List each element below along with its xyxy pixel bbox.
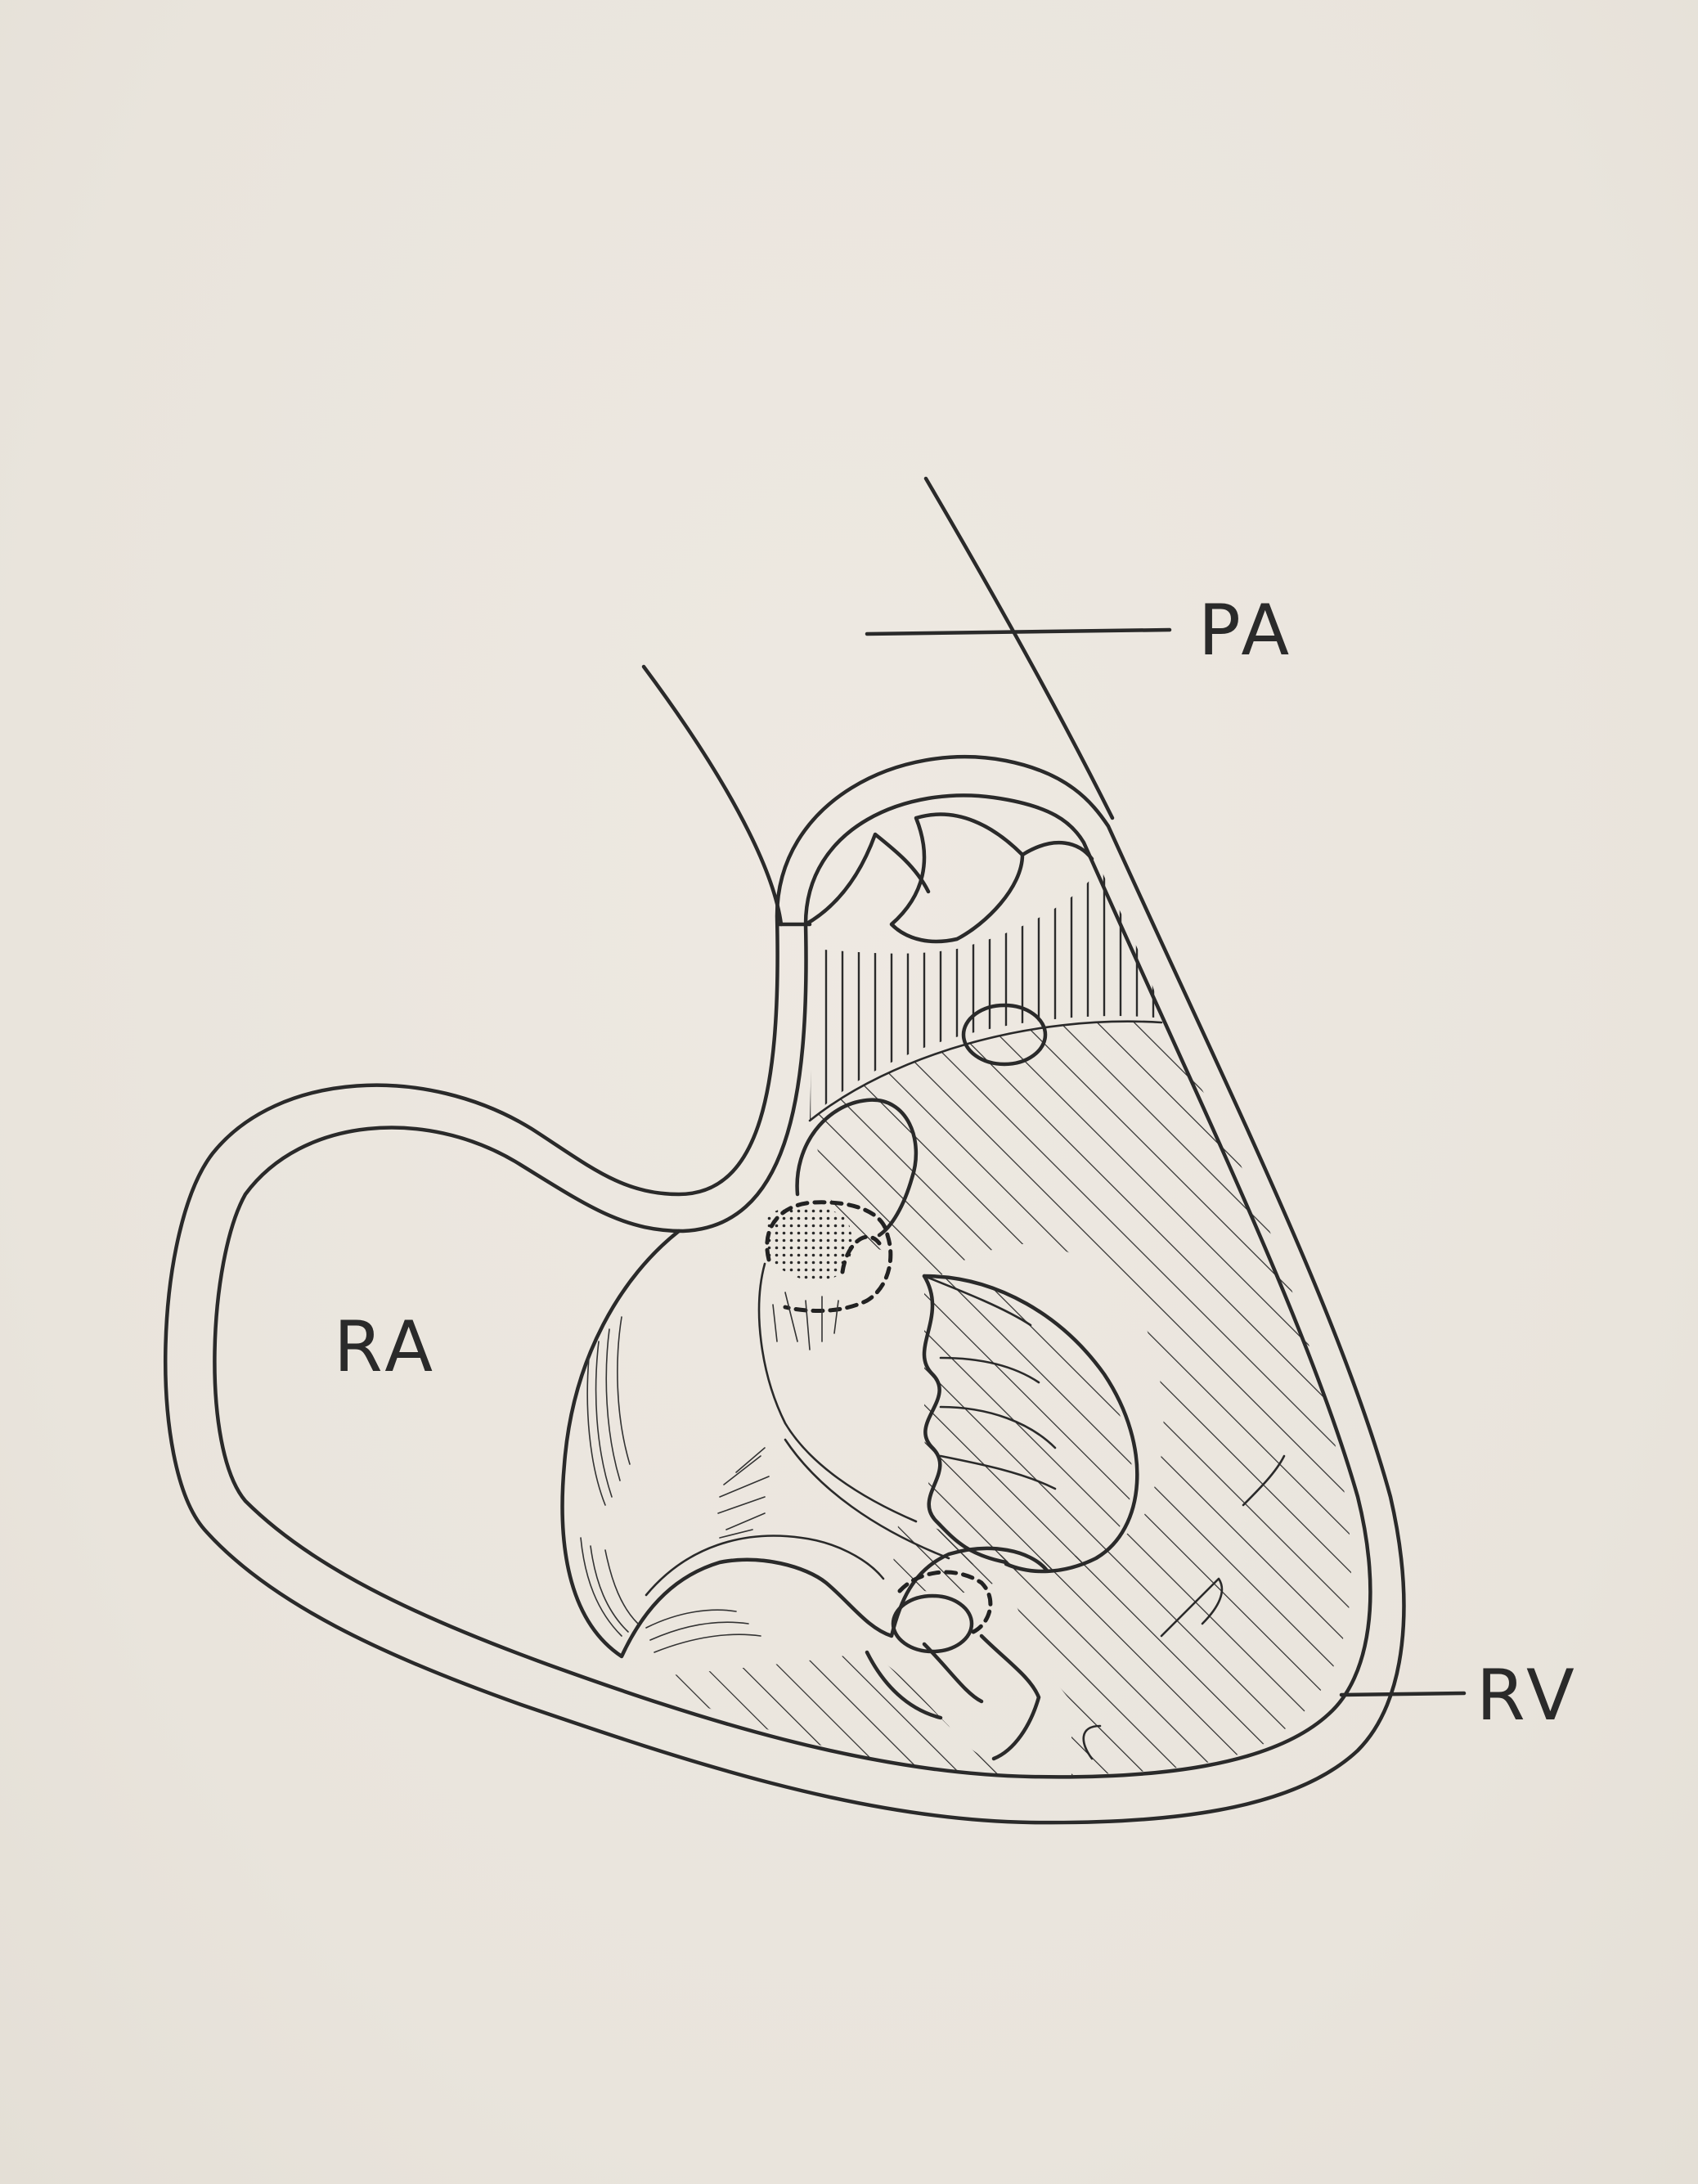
leaflet-fold-1: [757, 1262, 918, 1523]
lower-band-hatch: [654, 1652, 1022, 1775]
leaflet-fold-2: [784, 1438, 950, 1560]
pa-right-wall: [923, 476, 1115, 820]
pa-left-wall: [641, 664, 784, 927]
pulmonary-valve-right-cusp: [889, 812, 1025, 944]
lower-ring: [891, 1593, 974, 1654]
label-rv: RV: [1476, 1655, 1579, 1737]
tricuspid-leaflet-outline: [560, 1229, 1049, 1659]
heart-outer-wall: [164, 755, 1406, 1825]
trabeculae-outer-edge: [922, 1274, 1139, 1574]
infundibulum-hatch: [810, 867, 1161, 1121]
pa-leader: [865, 627, 1172, 636]
trabeculae-wavy-edge: [922, 1274, 1008, 1565]
label-pa: PA: [1198, 590, 1295, 672]
dashed-ring-upper: [765, 1200, 893, 1313]
pulmonary-valve-left-cusp: [803, 832, 931, 927]
stippled-patch: [765, 1205, 852, 1281]
rv-leader: [1339, 1691, 1467, 1697]
label-ra: RA: [334, 1306, 438, 1388]
dashed-ring-upper-inner: [840, 1234, 882, 1274]
chordae-fan: [717, 1292, 839, 1539]
dashed-ring-lower: [897, 1570, 993, 1634]
leaflet-fold-3: [645, 1535, 885, 1597]
upper-loop: [795, 1098, 919, 1238]
rv-cavity-hatch: [810, 1021, 1351, 1775]
trabeculae-hatch: [924, 1276, 1132, 1572]
pulmonary-valve-third-cusp: [1020, 841, 1094, 861]
rv-cavity-edge: [808, 1020, 1163, 1122]
lower-fingers: [865, 1634, 1041, 1761]
right-wall-loops: [1082, 1454, 1286, 1760]
leaflet-shading: [580, 1316, 761, 1653]
